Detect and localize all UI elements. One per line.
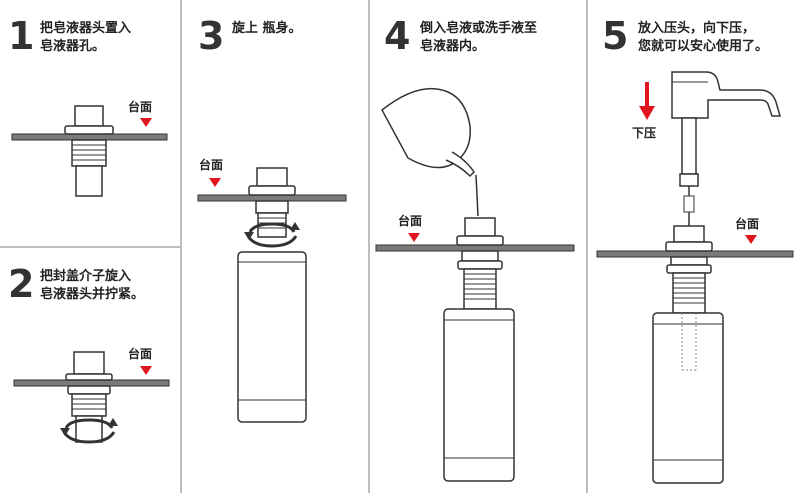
step-1-arrow-icon <box>140 118 152 127</box>
divider-vertical-3 <box>586 0 588 493</box>
step-2-illustration <box>13 351 170 444</box>
step-4-illustration <box>375 87 575 482</box>
step-1-illustration <box>11 105 168 197</box>
step-4-text: 倒入皂液或洗手液至 皂液器内。 <box>420 21 538 54</box>
step-3-illustration <box>197 167 347 423</box>
step-1-countertop-label: 台面 <box>128 100 153 114</box>
step-2-countertop-label: 台面 <box>128 347 153 361</box>
step-2-arrow-icon <box>140 366 152 375</box>
divider-vertical-2 <box>368 0 370 493</box>
step-1-text: 把皂液器头置入 皂液器孔。 <box>40 21 132 54</box>
step-3-number: 3 <box>198 14 224 58</box>
step-2-number: 2 <box>8 262 34 306</box>
divider-vertical-1 <box>180 0 182 493</box>
step-4-arrow-icon <box>408 233 420 242</box>
divider-horizontal-1 <box>0 246 180 248</box>
step-3-arrow-icon <box>209 178 221 187</box>
step-2-text: 把封盖介子旋入 皂液器头并拧紧。 <box>40 269 145 302</box>
step-4-number: 4 <box>384 14 410 58</box>
step-5-arrow-icon <box>745 235 757 244</box>
step-5-countertop-label: 台面 <box>735 217 760 231</box>
step-5-number: 5 <box>602 14 628 58</box>
step-5-press-down-label: 下压 <box>632 126 657 140</box>
step-3-countertop-label: 台面 <box>199 158 224 172</box>
step-4-countertop-label: 台面 <box>398 214 423 228</box>
step-3-text: 旋上 瓶身。 <box>232 21 302 36</box>
step-1-number: 1 <box>8 14 34 58</box>
step-5-text: 放入压头，向下压， 您就可以安心使用了。 <box>638 21 769 54</box>
